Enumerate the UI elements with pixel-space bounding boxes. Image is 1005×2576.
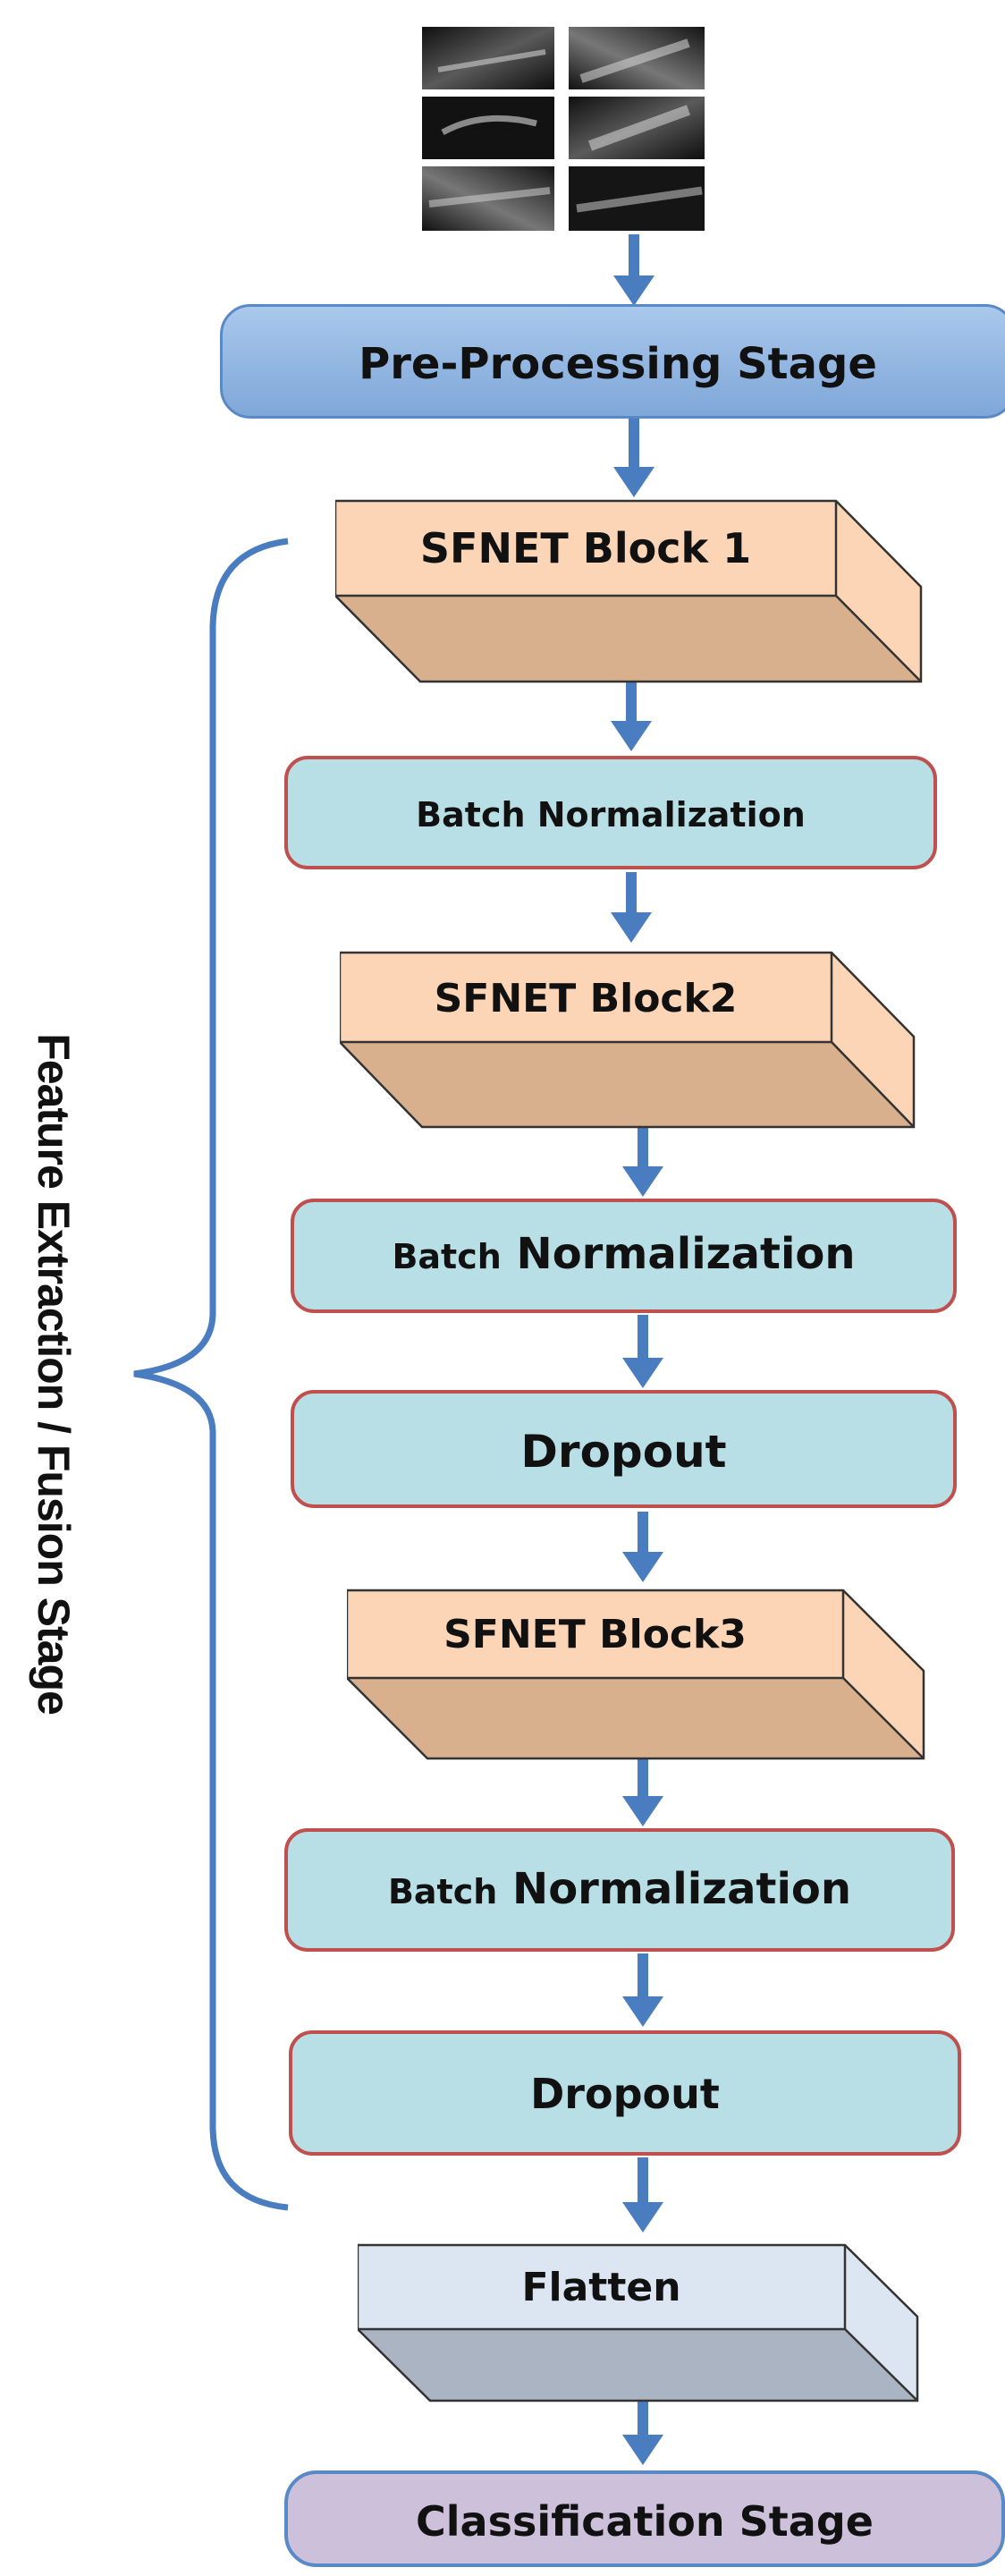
- feature-fusion-stage-label: Feature Extraction / Fusion Stage: [29, 1033, 79, 1715]
- dropout-1: Dropout: [291, 1390, 957, 1508]
- batch-normalization-2-label-small: Batch: [392, 1237, 502, 1276]
- sfnet-block-2-label: SFNET Block2: [434, 976, 738, 1021]
- preprocessing-stage-box: Pre-Processing Stage: [220, 304, 1005, 419]
- arrow-icon: [622, 1953, 663, 2027]
- sfnet-block-2: SFNET Block2: [340, 944, 916, 1130]
- dropout-2: Dropout: [289, 2030, 961, 2156]
- arrow-icon: [611, 678, 652, 751]
- classification-stage-label: Classification Stage: [416, 2497, 874, 2546]
- arrow-icon: [622, 1315, 663, 1388]
- arrow-icon: [613, 234, 655, 306]
- arrow-icon: [622, 1512, 663, 1582]
- sfnet-block-3: SFNET Block3: [347, 1583, 928, 1762]
- arrow-icon: [622, 1755, 663, 1826]
- sfnet-block-1: SFNET Block 1: [335, 492, 925, 684]
- batch-normalization-3-label-small: Batch: [387, 1872, 498, 1911]
- batch-normalization-2: Batch Normalization: [291, 1199, 957, 1313]
- arrow-icon: [613, 419, 655, 497]
- arrow-icon: [622, 1124, 663, 1197]
- classification-stage-box: Classification Stage: [284, 2470, 1005, 2567]
- batch-normalization-2-label-large: Normalization: [516, 1229, 856, 1279]
- dropout-1-label: Dropout: [520, 1426, 727, 1478]
- batch-normalization-3: Batch Normalization: [284, 1828, 955, 1952]
- flatten-label: Flatten: [521, 2265, 681, 2310]
- preprocessing-stage-label: Pre-Processing Stage: [359, 339, 877, 389]
- flatten-block: Flatten: [358, 2238, 921, 2404]
- batch-normalization-1: Batch Normalization: [284, 756, 937, 869]
- sfnet-block-1-label: SFNET Block 1: [419, 524, 752, 572]
- sfnet-block-3-label: SFNET Block3: [443, 1612, 747, 1657]
- arrow-icon: [622, 2399, 663, 2465]
- batch-normalization-1-label: Batch Normalization: [416, 795, 806, 835]
- xray-images-icon: [422, 27, 705, 231]
- batch-normalization-3-label-large: Normalization: [512, 1864, 852, 1914]
- dropout-2-label: Dropout: [530, 2070, 720, 2118]
- curly-brace-icon: [133, 538, 289, 2211]
- arrow-icon: [622, 2157, 663, 2233]
- arrow-icon: [611, 872, 652, 943]
- xray-image-grid: [420, 25, 706, 233]
